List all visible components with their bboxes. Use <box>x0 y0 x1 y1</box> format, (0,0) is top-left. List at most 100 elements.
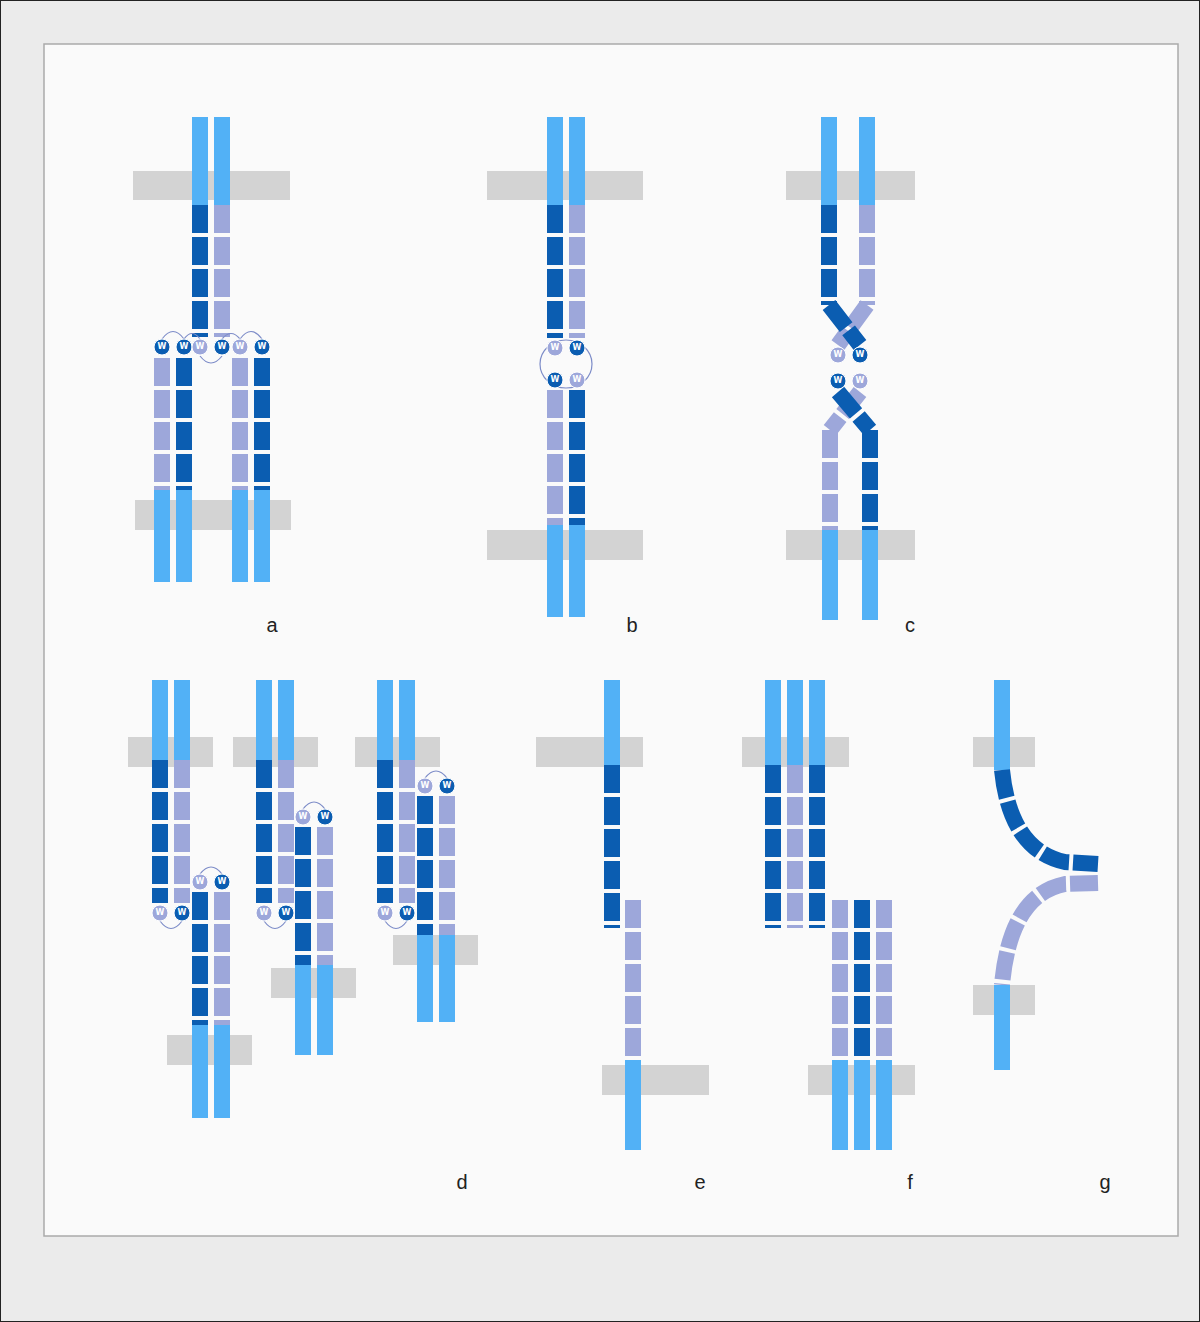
panel-b <box>487 117 643 617</box>
strand <box>399 680 415 760</box>
strand <box>569 117 585 205</box>
strand <box>278 760 294 903</box>
site-mark: W <box>573 344 582 352</box>
site-mark: W <box>299 813 308 821</box>
site-mark: W <box>158 343 167 351</box>
site-mark: W <box>218 878 227 886</box>
strand <box>176 358 192 490</box>
strand <box>214 205 230 337</box>
strand <box>154 358 170 490</box>
strand <box>214 1025 230 1118</box>
strand <box>809 765 825 928</box>
band <box>487 171 643 200</box>
w-site <box>547 340 563 356</box>
strand <box>232 490 248 582</box>
strand <box>994 680 1010 770</box>
strand <box>569 390 585 525</box>
strand <box>876 1060 892 1150</box>
w-site <box>152 905 168 921</box>
strand <box>862 430 878 530</box>
panel-letter: f <box>907 1172 913 1192</box>
site-mark: W <box>218 343 227 351</box>
w-site <box>192 339 208 355</box>
w-site <box>254 339 270 355</box>
strand <box>192 1025 208 1118</box>
band <box>167 1035 252 1065</box>
panel-frame <box>44 44 1178 1236</box>
loop <box>162 332 262 364</box>
strand <box>829 305 860 345</box>
strand <box>254 490 270 582</box>
panel-letter: e <box>694 1172 705 1192</box>
strand <box>192 205 208 337</box>
w-site <box>232 339 248 355</box>
strand <box>787 680 803 765</box>
w-site <box>214 874 230 890</box>
strand <box>787 765 803 928</box>
panel-letter: a <box>266 615 277 635</box>
strand <box>439 935 455 1022</box>
w-site <box>569 372 585 388</box>
strand <box>295 827 311 965</box>
strand <box>604 680 620 765</box>
strand <box>854 900 870 1060</box>
band <box>271 968 356 998</box>
panel-d <box>128 680 478 1118</box>
site-mark: W <box>421 782 430 790</box>
w-site <box>192 874 208 890</box>
strand <box>625 900 641 1060</box>
site-mark: W <box>403 909 412 917</box>
panel-e <box>536 680 709 1150</box>
strand <box>154 490 170 582</box>
band <box>487 530 643 560</box>
strand <box>1002 883 1098 985</box>
site-mark: W <box>180 343 189 351</box>
strand <box>859 205 875 305</box>
strand <box>278 680 294 760</box>
strand <box>417 796 433 935</box>
strand <box>547 205 563 338</box>
band <box>786 171 915 200</box>
strand <box>377 760 393 903</box>
band <box>602 1065 709 1095</box>
w-site <box>214 339 230 355</box>
w-site <box>852 347 868 363</box>
strand <box>862 530 878 620</box>
panel-letter: g <box>1099 1172 1110 1192</box>
w-site <box>830 347 846 363</box>
panel-c <box>786 117 915 620</box>
strand <box>822 430 838 530</box>
strand <box>214 892 230 1025</box>
strand <box>439 796 455 935</box>
strand <box>174 680 190 760</box>
strand <box>822 530 838 620</box>
strand <box>859 117 875 205</box>
strand <box>152 680 168 760</box>
strand <box>821 117 837 205</box>
site-mark: W <box>258 343 267 351</box>
site-mark: W <box>573 376 582 384</box>
w-site <box>295 809 311 825</box>
strand <box>377 680 393 760</box>
panel-letter: c <box>905 615 915 635</box>
loop <box>264 802 325 929</box>
strand <box>1002 770 1098 864</box>
strand <box>176 490 192 582</box>
strand <box>832 900 848 1060</box>
band <box>133 171 290 200</box>
strand <box>256 680 272 760</box>
strand <box>214 117 230 205</box>
strand <box>765 765 781 928</box>
w-site <box>417 778 433 794</box>
strand <box>569 525 585 617</box>
loop <box>385 771 447 929</box>
band <box>393 935 478 965</box>
strand <box>876 900 892 1060</box>
w-site <box>174 905 190 921</box>
band <box>128 737 213 767</box>
strand <box>854 1060 870 1150</box>
w-site <box>399 905 415 921</box>
w-site <box>830 373 846 389</box>
site-mark: W <box>260 909 269 917</box>
